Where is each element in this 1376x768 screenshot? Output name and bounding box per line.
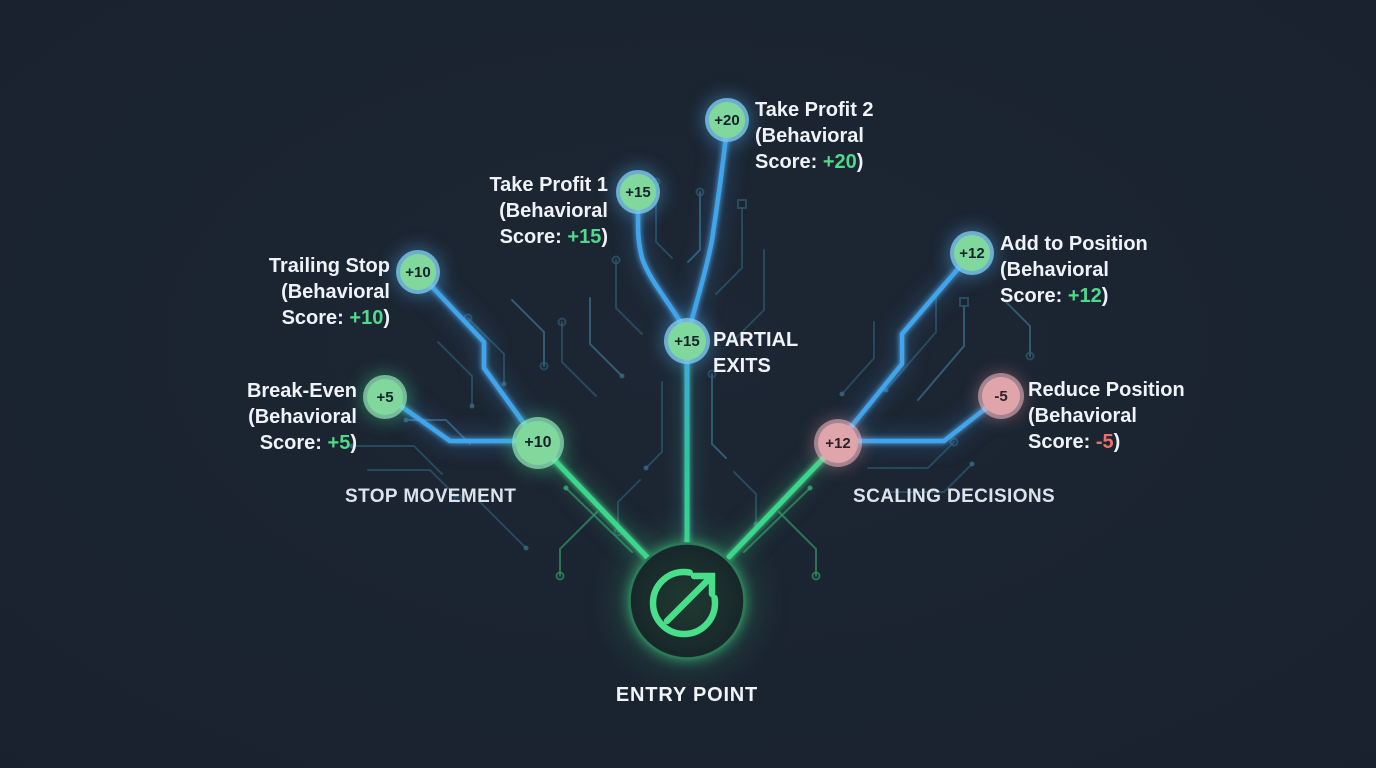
label-partial-exits: PARTIAL EXITS — [713, 329, 798, 377]
circular-arrow-up-right-icon — [649, 568, 719, 638]
leaf-name: Take Profit 2 — [755, 99, 874, 121]
node-break-even-badge[interactable]: +5 — [367, 379, 403, 415]
badge-value: +15 — [674, 332, 700, 350]
leaf-name: Break-Even — [246, 380, 357, 402]
node-add-to-position-badge[interactable]: +12 — [954, 235, 990, 271]
badge-value: +20 — [714, 111, 740, 129]
score-value: +15 — [567, 226, 602, 248]
tree-edges — [388, 125, 1002, 560]
leaf-name: Add to Position — [1000, 233, 1148, 255]
badge-value: +5 — [376, 388, 394, 406]
label-scaling-decisions: SCALING DECISIONS — [853, 486, 1056, 507]
score-value: +20 — [822, 151, 857, 173]
junction-partial-exits-badge[interactable]: +15 — [668, 322, 706, 360]
leaf-name: Take Profit 1 — [489, 174, 608, 196]
edge-scaling-add — [835, 253, 972, 446]
edge-partial-tp2 — [686, 125, 730, 333]
badge-value: -5 — [994, 387, 1008, 405]
label-entry-point: ENTRY POINT — [615, 684, 759, 706]
edge-stop-breakeven — [388, 396, 541, 444]
node-take-profit-1-badge[interactable]: +15 — [620, 174, 656, 210]
node-reduce-position-badge[interactable]: -5 — [982, 377, 1020, 415]
edge-entry-stop-junction — [537, 442, 650, 560]
leaf-name: Reduce Position — [1028, 379, 1185, 401]
badge-value: +12 — [825, 434, 851, 452]
score-value: -5 — [1095, 431, 1114, 453]
score-value: +12 — [1067, 285, 1102, 307]
badge-value: +10 — [524, 434, 552, 451]
score-value: +10 — [349, 307, 384, 329]
badge-value: +15 — [625, 183, 651, 201]
node-trailing-stop-badge[interactable]: +10 — [400, 254, 436, 290]
edge-entry-scaling-junction — [726, 442, 839, 560]
junction-scaling-decisions-badge[interactable]: +12 — [818, 423, 858, 463]
score-value: +5 — [327, 432, 351, 454]
node-take-profit-2-badge[interactable]: +20 — [709, 102, 745, 138]
badge-value: +12 — [959, 244, 985, 262]
badge-value: +10 — [405, 263, 431, 281]
edge-scaling-reduce — [837, 395, 1002, 444]
label-stop-movement: STOP MOVEMENT — [345, 486, 517, 507]
circuit-traces — [349, 177, 1035, 581]
edge-partial-tp1 — [635, 193, 689, 335]
edge-stop-trailing — [418, 272, 541, 446]
leaf-name: Trailing Stop — [268, 255, 390, 277]
entry-point-node[interactable] — [628, 542, 746, 660]
junction-stop-movement-badge[interactable]: +10 — [516, 421, 560, 465]
